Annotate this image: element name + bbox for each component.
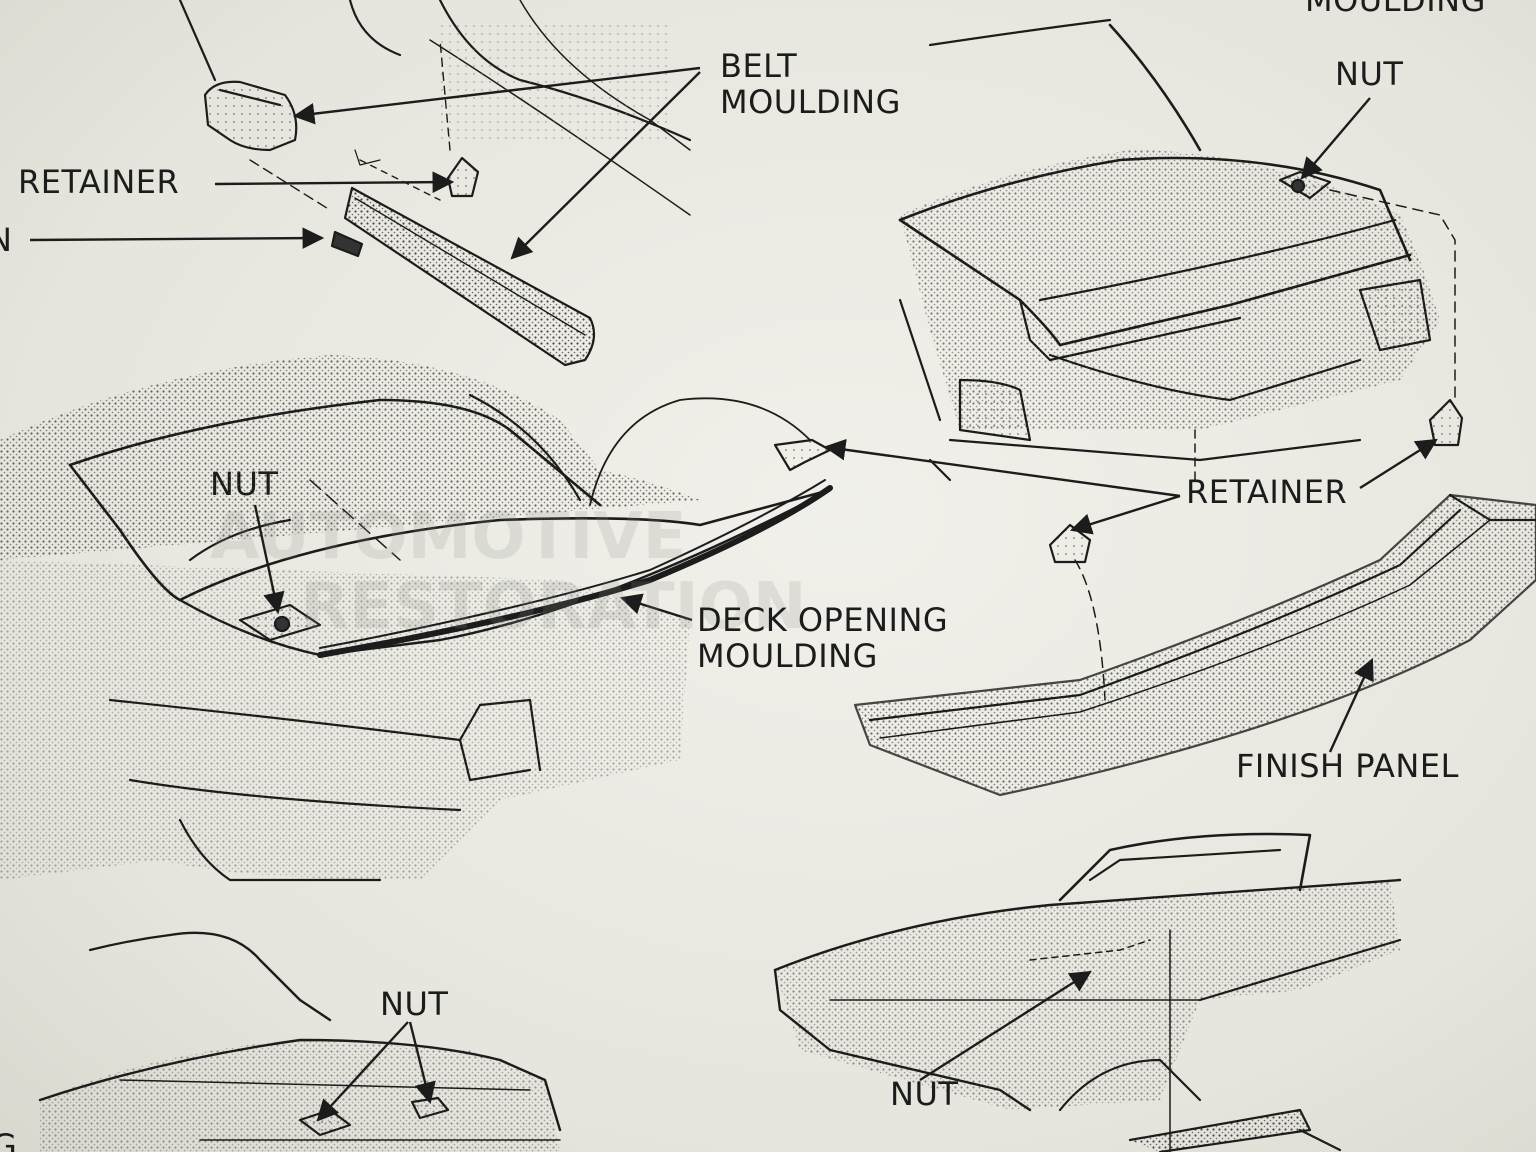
arrow-screw bbox=[29, 227, 325, 249]
label-belt-moulding: BELT MOULDING bbox=[720, 47, 901, 121]
belt-moulding-assembly bbox=[178, 0, 692, 367]
watermark-line-2: RESTORATION bbox=[300, 570, 806, 644]
label-deck-opening-moulding: DECK OPENING MOULDING bbox=[697, 601, 949, 675]
label-nut-bottom-right: NUT bbox=[890, 1075, 959, 1113]
arrow-finish-panel bbox=[1328, 658, 1374, 753]
arrow-retainer-left bbox=[214, 171, 455, 193]
label-retainer-left: RETAINER bbox=[18, 163, 180, 201]
label-nut-top-right: NUT bbox=[1335, 55, 1404, 93]
label-nut-center: NUT bbox=[210, 465, 279, 503]
label-nut-bottom-left: NUT bbox=[380, 985, 449, 1023]
bottom-right-car-view bbox=[773, 832, 1402, 1152]
arrow-retainer-upper bbox=[823, 438, 1181, 498]
label-moulding-top: MOULDING bbox=[1305, 0, 1486, 19]
label-finish-panel: FINISH PANEL bbox=[1236, 747, 1459, 785]
arrow-retainer-lower bbox=[1069, 494, 1181, 535]
watermark-line-1: AUTOMOTIVE bbox=[210, 500, 686, 574]
label-edge-partial: G bbox=[0, 1127, 18, 1152]
label-retainer-right: RETAINER bbox=[1186, 473, 1348, 511]
leader-arrows bbox=[29, 66, 1438, 1122]
arrow-nut-center bbox=[253, 504, 285, 615]
arrow-deck-opening-moulding bbox=[619, 593, 693, 622]
arrow-nut-bottom-left-b bbox=[408, 1021, 436, 1105]
arrow-nut-bottom-right bbox=[919, 970, 1092, 1082]
car-tail-view bbox=[898, 18, 1464, 701]
label-screw-partial: N bbox=[0, 222, 12, 258]
arrow-nut-bottom-left-a bbox=[316, 1021, 409, 1122]
finish-panel bbox=[853, 493, 1536, 797]
arrow-belt-moulding-clip bbox=[292, 66, 701, 125]
bottom-left-car-view bbox=[38, 931, 562, 1152]
car-rear-deck-view bbox=[0, 355, 833, 882]
arrow-belt-moulding-bar bbox=[510, 71, 701, 260]
arrow-nut-top-right bbox=[1300, 97, 1371, 180]
arrow-retainer-right bbox=[1359, 438, 1438, 490]
